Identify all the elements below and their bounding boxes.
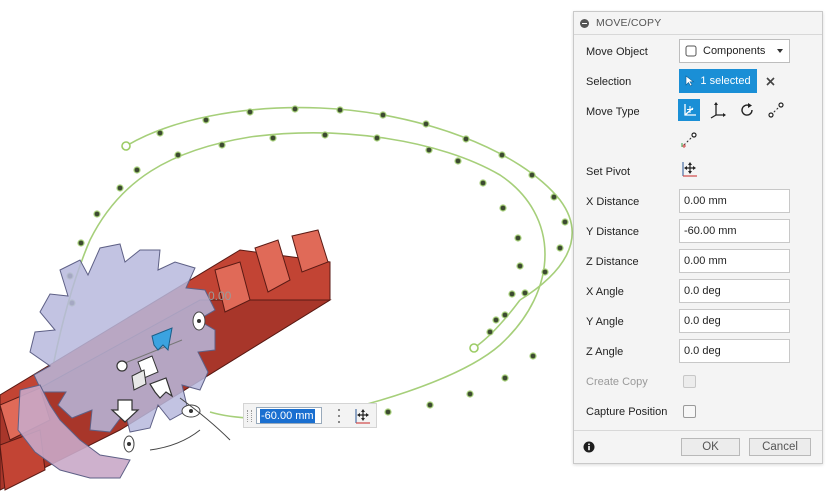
rotate-icon [741, 103, 753, 116]
path-start-marker[interactable] [121, 141, 131, 151]
selection-label: Selection [586, 76, 632, 88]
create-copy-label: Create Copy [586, 376, 648, 388]
move-copy-panel: MOVE/COPY Move Object Components Selecti… [573, 11, 823, 464]
move-object-value: Components [703, 45, 766, 57]
move-type-translate-button[interactable] [707, 99, 729, 121]
x-distance-field[interactable]: 0.00 mm [679, 189, 790, 213]
z-distance-label: Z Distance [586, 256, 639, 268]
set-pivot-label: Set Pivot [586, 166, 631, 178]
chevron-down-icon [777, 49, 783, 53]
y-axis-arrow [151, 327, 173, 352]
move-type-point-to-point-button[interactable] [765, 99, 787, 121]
collapse-icon[interactable] [580, 18, 589, 28]
cursor-icon [686, 75, 695, 87]
move-type-free-button[interactable] [678, 99, 700, 121]
z-angle-field[interactable]: 0.0 deg [679, 339, 790, 363]
panel-footer: OK Cancel [574, 430, 822, 463]
more-icon[interactable] [337, 409, 341, 423]
panel-title: MOVE/COPY [596, 17, 662, 29]
y-angle-field[interactable]: 0.0 deg [679, 309, 790, 333]
move-type-rotate-button[interactable] [736, 99, 758, 121]
point-to-position-icon [681, 132, 697, 148]
ok-button[interactable]: OK [681, 438, 740, 456]
move-type-point-to-position-button[interactable] [678, 129, 700, 151]
pivot-icon[interactable] [353, 407, 371, 425]
move-object-dropdown[interactable]: Components [679, 39, 790, 63]
selection-button[interactable]: 1 selected [679, 69, 757, 93]
x-axis-arrow [149, 377, 174, 399]
z-distance-field[interactable]: 0.00 mm [679, 249, 790, 273]
x-angle-label: X Angle [586, 286, 624, 298]
translate-icon [710, 102, 726, 119]
y-distance-field[interactable]: -60.00 mm [679, 219, 790, 243]
selection-value: 1 selected [700, 75, 751, 87]
info-icon[interactable] [583, 441, 595, 453]
move-manipulator[interactable] [110, 311, 231, 453]
move-type-label: Move Type [586, 106, 640, 118]
free-move-icon [684, 104, 696, 116]
z-axis-arrow [110, 399, 140, 423]
create-copy-checkbox[interactable] [683, 375, 696, 388]
distance-input[interactable]: -60.00 mm [256, 407, 322, 424]
panel-header: MOVE/COPY [574, 12, 822, 35]
capture-position-checkbox[interactable] [683, 405, 696, 418]
clear-selection-icon[interactable] [765, 76, 776, 87]
distance-input-toolbar: -60.00 mm [243, 403, 377, 428]
capture-position-label: Capture Position [586, 406, 668, 418]
x-angle-field[interactable]: 0.0 deg [679, 279, 790, 303]
x-distance-label: X Distance [586, 196, 640, 208]
component-icon [685, 45, 697, 57]
path-end-marker[interactable] [469, 343, 479, 353]
spur-gear[interactable] [17, 243, 216, 479]
drag-grip[interactable] [247, 410, 252, 422]
dimension-label: 0.00 [208, 289, 232, 303]
pivot-point [116, 360, 128, 372]
z-angle-label: Z Angle [586, 346, 624, 358]
y-angle-label: Y Angle [586, 316, 624, 328]
point-to-point-icon [768, 102, 784, 118]
move-object-label: Move Object [586, 46, 648, 58]
cancel-button[interactable]: Cancel [749, 438, 811, 456]
y-distance-label: Y Distance [586, 226, 639, 238]
set-pivot-icon[interactable] [680, 160, 698, 178]
center-handle [131, 369, 147, 391]
